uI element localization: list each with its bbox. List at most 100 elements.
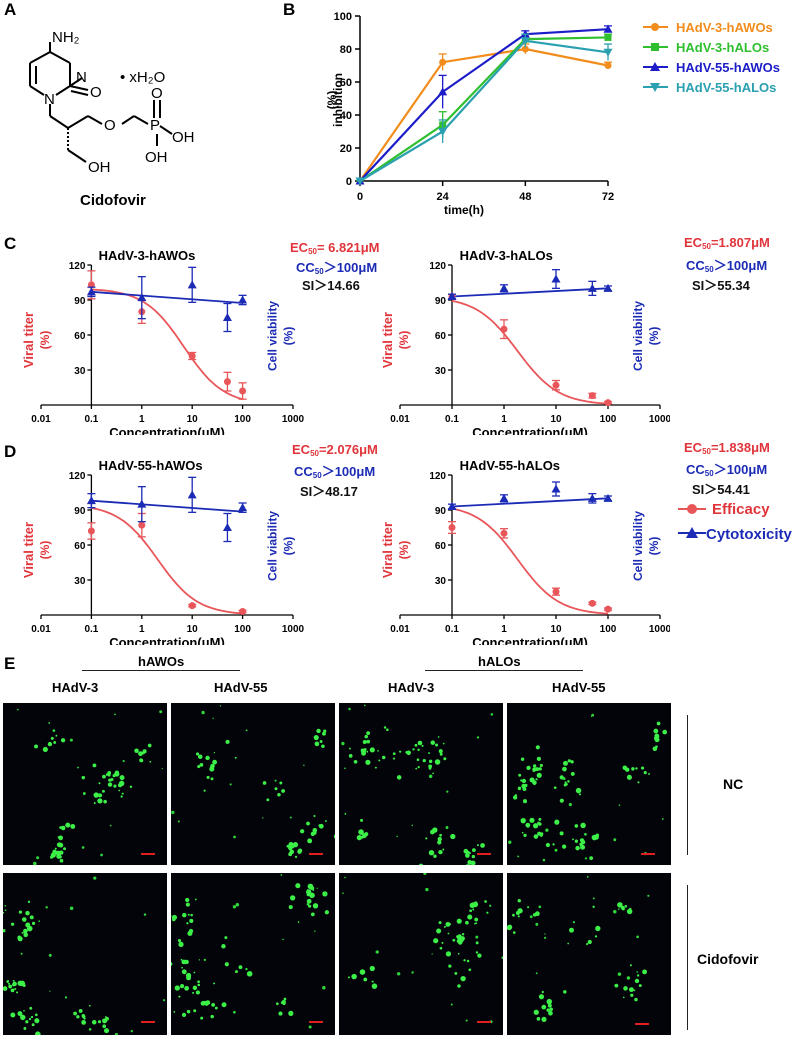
fluorescence-spot [42,746,48,753]
fluorescence-spot [306,889,309,891]
fluorescence-spot [232,905,237,909]
fluorescence-spot [437,840,442,845]
fluorescence-spot [636,974,640,977]
fluorescence-spot [562,766,567,772]
fluorescence-spot [579,838,585,843]
fluorescence-spot [130,1029,133,1033]
fluorescence-spot [643,771,647,775]
fluorescence-spot [129,785,133,789]
fluorescence-spot [445,826,449,829]
left-axis-label: Viral titer [380,312,395,368]
fluorescence-spot [362,739,367,744]
fluorescence-spot [28,1017,32,1021]
fluorescence-spot [348,707,351,711]
fluorescence-spot [653,728,659,734]
fluorescence-spot [205,755,210,761]
fluorescence-spot [430,740,436,745]
organoid [416,827,467,865]
series-line [359,47,609,182]
right-axis-label: Cell viability [631,511,645,581]
efficacy-fit-curve [451,299,609,405]
fluorescence-spot [475,951,479,954]
scale-bar [309,853,323,855]
fluorescence-spot [533,1009,539,1015]
micrograph-nc-hawos-hadv3 [3,703,167,865]
fluorescence-spot [134,748,139,754]
fluorescence-spot [366,731,370,735]
fluorescence-spot [316,728,321,734]
series-line [359,36,609,182]
fluorescence-spot [536,1017,541,1021]
fluorescence-spot [438,921,442,925]
fluorescence-spot [474,917,479,922]
fluorescence-spot [22,984,26,988]
fluorescence-spot [412,748,415,751]
fluorescence-spot [662,729,668,735]
fluorescence-spot [534,911,540,917]
fluorescence-spot [173,1011,176,1013]
fluorescence-spot [520,779,523,782]
fluorescence-spot [162,999,166,1002]
fluorescence-spot [423,873,427,875]
phos-oh-right-label: OH [172,129,195,146]
fluorescence-spot [448,964,452,968]
fluorescence-spot [468,852,471,855]
y-tick-label: 120 [69,471,86,482]
y-tick-label: 60 [74,541,86,552]
fluorescence-spot [472,848,476,853]
fluorescence-spot [147,743,152,748]
fluorescence-spot [314,741,320,747]
fluorescence-spot [552,843,555,846]
cytotoxicity-point [447,292,457,300]
fluorescence-spot [105,1016,109,1021]
fluorescence-spot [442,742,445,745]
x-tick-label: 1 [501,414,507,425]
scale-bar [309,1021,323,1023]
fluorescence-spot [186,922,189,925]
si-annotation-c2: SI＞55.34 [692,278,750,293]
fluorescence-spot [437,736,440,738]
fluorescence-spot [306,821,310,826]
scale-bar [477,853,491,855]
efficacy-point [604,399,612,407]
column-label-hawos-hadv3: HAdV-3 [52,680,99,695]
fluorescence-spot [3,911,5,914]
fluorescence-spot [107,773,111,777]
micrograph-cidofovir-halos-hadv3 [339,873,503,1035]
fluorescence-spot [69,738,73,742]
fluorescence-spot [118,780,125,787]
fluorescence-spot [399,750,402,753]
y-tick-label: 90 [74,296,86,307]
fluorescence-spot [396,972,401,976]
fluorescence-spot [143,913,147,916]
cytotoxicity-point [222,523,232,531]
fluorescence-spot [433,854,437,858]
cytotoxicity-point [499,283,509,292]
data-point [520,37,530,46]
fluorescence-spot [99,793,101,796]
fluorescence-spot [546,1008,550,1012]
y-tick-label: 100 [334,11,352,23]
fluorescence-spot [53,741,57,744]
data-point [603,48,613,57]
scale-bar [477,1021,491,1023]
fluorescence-spot [617,972,622,976]
fluorescence-spot [375,950,379,954]
fluorescence-spot [475,935,479,939]
fluorescence-spot [47,741,53,747]
fluorescence-spot [452,938,456,942]
fluorescence-spot [288,1010,294,1016]
fluorescence-spot [471,854,475,859]
fluorescence-spot [197,983,201,987]
fluorescence-spot [50,855,53,859]
data-point [439,58,447,66]
fluorescence-spot [23,928,28,934]
data-point [604,33,612,41]
series-line [359,28,609,182]
fluorescence-spot [514,794,517,797]
fluorescence-spot [567,942,569,945]
data-point [355,177,365,186]
fluorescence-spot [93,792,99,798]
fluorescence-spot [526,765,531,771]
